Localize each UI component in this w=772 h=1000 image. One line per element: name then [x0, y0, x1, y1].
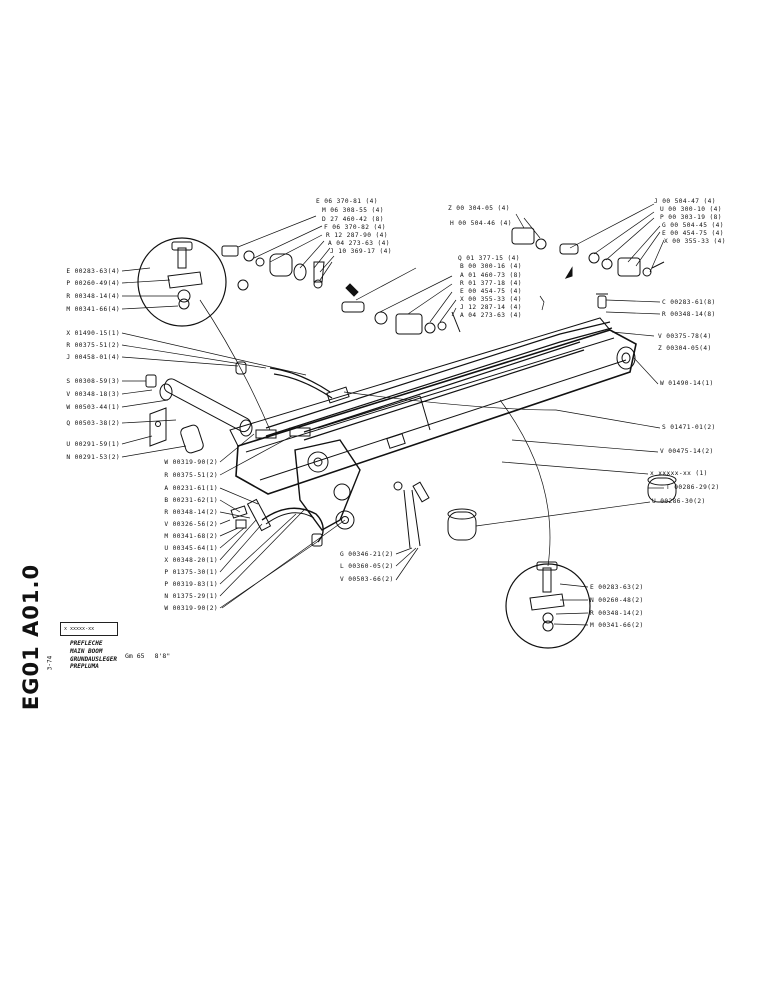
- part-label: H 00 504-46 (4): [450, 220, 512, 227]
- document-date-text: 3-74: [46, 655, 54, 671]
- part-label: N 00260-48(2): [590, 597, 644, 604]
- part-label: P 00260-49(4): [66, 280, 120, 287]
- part-label: V 00348-18(3): [66, 391, 120, 398]
- part-label: U 00 300-10 (4): [660, 206, 722, 213]
- document-code: EG01 A01.0: [18, 564, 44, 710]
- title-line: GRUNDAUSLEGER: [70, 655, 117, 663]
- title-line: PREFLECHE: [70, 640, 103, 647]
- part-label: E 00 454-75 (4): [460, 288, 522, 295]
- part-label: F 06 370-82 (4): [324, 224, 386, 231]
- document-code-text: EG01 A01.0: [19, 563, 43, 711]
- model-designation: Gm 65 8'8": [125, 652, 170, 660]
- direction-arrows: [345, 266, 573, 297]
- leader-lines: [121, 203, 665, 626]
- part-label: E 00283-63(4): [66, 268, 120, 275]
- part-label: C 00283-61(8): [662, 299, 716, 306]
- lower-left-hose-assembly: [230, 498, 324, 547]
- part-label: V 00503-66(2): [340, 576, 394, 583]
- part-label: N 01375-29(1): [164, 593, 218, 600]
- part-label: R 00348-14(2): [164, 509, 218, 516]
- part-label: B 00 300-16 (4): [460, 263, 522, 270]
- part-label: U 00291-59(1): [66, 441, 120, 448]
- part-label: E 00 454-75 (4): [662, 230, 724, 237]
- part-label: x xxxxx-xx (1): [650, 470, 708, 477]
- part-label: R 00375-51(2): [66, 342, 120, 349]
- part-label: V 00375-78(4): [658, 333, 712, 340]
- center-pins: [393, 474, 677, 549]
- title-line: MAIN BOOM: [70, 647, 103, 655]
- part-label: J 10 369-17 (4): [330, 248, 392, 255]
- part-label: P 00319-83(1): [164, 581, 218, 588]
- part-label: M 00341-66(2): [590, 622, 644, 629]
- part-label: T 00286-29(2): [666, 484, 720, 491]
- part-label: M 06 308-55 (4): [322, 207, 384, 214]
- part-label: X 00 355-33 (4): [460, 296, 522, 303]
- part-label: A 04 273-63 (4): [328, 240, 390, 247]
- main-boom-body: [229, 317, 637, 531]
- title-block: PREFLECHE MAIN BOOM GRUNDAUSLEGER PREPLU…: [70, 640, 117, 671]
- part-label: Q 01 377-15 (4): [458, 255, 520, 262]
- part-label: X 01490-15(1): [66, 330, 120, 337]
- detail-circle-bottom-right: [505, 561, 591, 649]
- part-label: L 00360-05(2): [340, 563, 394, 570]
- part-label: A 01 460-73 (8): [460, 272, 522, 279]
- part-label: V 00475-14(2): [660, 448, 714, 455]
- part-label: J 00 504-47 (4): [654, 198, 716, 205]
- part-label: W 00319-90(2): [164, 605, 218, 612]
- part-label: G 00 504-45 (4): [662, 222, 724, 229]
- part-label: S 00308-59(3): [66, 378, 120, 385]
- part-label: M 00341-66(4): [66, 306, 120, 313]
- part-label: G 00346-21(2): [340, 551, 394, 558]
- part-label: D 27 460-42 (8): [322, 216, 384, 223]
- part-label: X 00 355-33 (4): [664, 238, 726, 245]
- part-label: R 00348-14(8): [662, 311, 716, 318]
- title-line: PREPLUMA: [70, 663, 99, 671]
- document-date: 3-74: [44, 648, 56, 678]
- model-size: 8'8": [154, 652, 171, 660]
- part-label: R 00375-51(2): [164, 472, 218, 479]
- part-label: J 12 287-14 (4): [460, 304, 522, 311]
- part-label: M 00341-68(2): [164, 533, 218, 540]
- part-label: P 01375-30(1): [164, 569, 218, 576]
- hydraulic-lines: [265, 321, 613, 441]
- part-label: W 00319-90(2): [164, 459, 218, 466]
- model-name: Gm 65: [125, 652, 145, 660]
- part-label: R 00348-14(2): [590, 610, 644, 617]
- part-label: N 00291-53(2): [66, 454, 120, 461]
- part-label: P 00 303-19 (8): [660, 214, 722, 221]
- top-fitting-assemblies: [221, 227, 665, 335]
- part-label: S 01471-01(2): [662, 424, 716, 431]
- title-box-ref: x xxxxx-xx: [64, 626, 95, 632]
- part-label: R 01 377-18 (4): [460, 280, 522, 287]
- part-label: U 00345-64(1): [164, 545, 218, 552]
- title-box: x xxxxx-xx: [60, 622, 118, 636]
- part-label: Z 00304-05(4): [658, 345, 712, 352]
- part-label: R 12 287-90 (4): [326, 232, 388, 239]
- part-label: W 01490-14(1): [660, 380, 714, 387]
- part-label: E 00283-63(2): [590, 584, 644, 591]
- part-label: R 00348-14(4): [66, 293, 120, 300]
- part-label: B 00231-62(1): [164, 497, 218, 504]
- left-pins-and-fittings: [145, 361, 311, 454]
- part-label: U 00286-30(2): [652, 498, 706, 505]
- part-label: Z 00 304-05 (4): [448, 205, 510, 212]
- part-label: Q 00503-38(2): [66, 420, 120, 427]
- part-label: V 00326-56(2): [164, 521, 218, 528]
- detail-circle-top-left: [137, 237, 227, 327]
- part-label: A 00231-61(1): [164, 485, 218, 492]
- part-label: A 04 273-63 (4): [460, 312, 522, 319]
- part-label: J 00458-01(4): [66, 354, 120, 361]
- part-label: X 00348-20(1): [164, 557, 218, 564]
- part-label: W 00503-44(1): [66, 404, 120, 411]
- part-label: E 06 370-81 (4): [316, 198, 378, 205]
